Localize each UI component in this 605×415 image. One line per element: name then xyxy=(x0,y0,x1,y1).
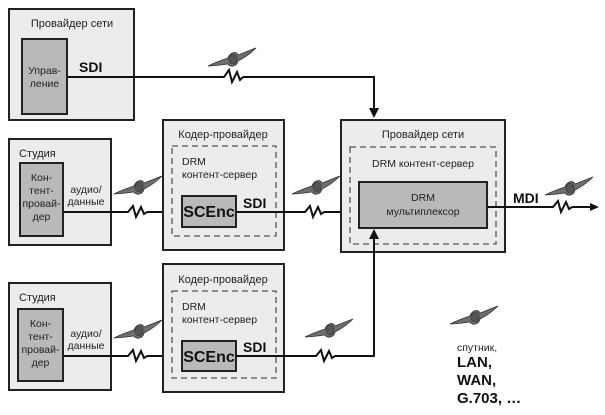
drm-content-server-1-label-2: контент-сервер xyxy=(182,169,257,181)
drm-multiplexer-block xyxy=(358,181,488,229)
sdi-label-1: SDI xyxy=(243,195,266,211)
drm-content-server-1-label-1: DRM xyxy=(182,156,206,168)
drm-content-server-2-label-1: DRM xyxy=(182,301,206,313)
arrow-down-icon xyxy=(369,108,379,118)
content-provider-1-label-2: тент- xyxy=(29,185,54,197)
network-provider-top-title: Провайдер сети xyxy=(31,18,113,30)
link-encoder-2-to-multiplexer xyxy=(236,229,379,364)
network-provider-main: Провайдер сети DRM контент-сервер DRM му… xyxy=(340,119,506,253)
studio-1: Студия Кон- тент- провай- дер аудио/ дан… xyxy=(8,138,112,246)
legend: спутник, LAN, WAN, G.703, … xyxy=(449,305,521,407)
content-provider-2 xyxy=(17,308,64,382)
drm-content-server-main-label: DRM контент-сервер xyxy=(372,158,474,170)
studio-2: Студия Кон- тент- провай- дер аудио/ дан… xyxy=(8,282,112,391)
scenc-1-label: SCEnc xyxy=(183,204,235,221)
satellite-icon xyxy=(291,175,341,195)
satellite-icon xyxy=(304,318,354,338)
satellite-icon xyxy=(207,47,257,67)
scenc-1-block xyxy=(181,195,237,228)
multiplexer-label-2: мультиплексор xyxy=(386,206,459,218)
content-provider-2-label-3: провай- xyxy=(21,344,60,356)
drm-content-server-2-label-2: контент-сервер xyxy=(182,314,257,326)
content-provider-1-label-4: дер xyxy=(33,211,51,223)
content-provider-2-label-4: дер xyxy=(32,357,50,369)
mdi-output-link: MDI xyxy=(487,176,599,215)
content-provider-2-label-1: Кон- xyxy=(30,318,52,330)
satellite-icon xyxy=(113,175,163,195)
arrow-up-icon xyxy=(369,229,379,239)
coder-provider-1: Кодер-провайдер DRM контент-сервер SCEnc… xyxy=(162,119,285,251)
satellite-icon xyxy=(544,176,594,196)
control-block-label-1: Управ- xyxy=(28,65,61,77)
legend-line-3: WAN, xyxy=(457,372,496,389)
control-block xyxy=(21,38,68,115)
network-provider-top: Провайдер сети Управ- ление SDI xyxy=(8,8,135,121)
legend-line-2: LAN, xyxy=(457,354,492,371)
drm-content-server-main xyxy=(349,146,497,245)
sdi-label-top: SDI xyxy=(79,59,102,75)
content-provider-2-label-2: тент- xyxy=(28,331,53,343)
audio-data-label-1b: данные xyxy=(68,196,105,208)
audio-data-label-2a: аудио/ xyxy=(70,328,101,340)
coder-provider-1-title: Кодер-провайдер xyxy=(178,129,267,141)
coder-provider-2: Кодер-провайдер DRM контент-сервер SCEnc… xyxy=(162,263,285,393)
network-provider-main-title: Провайдер сети xyxy=(382,129,464,141)
content-provider-1-label-1: Кон- xyxy=(31,172,53,184)
content-provider-1-label-3: провай- xyxy=(22,198,61,210)
audio-data-label-1a: аудио/ xyxy=(70,184,101,196)
coder-provider-2-title: Кодер-провайдер xyxy=(178,274,267,286)
link-control-to-multiplexer xyxy=(67,47,379,118)
drm-content-server-2 xyxy=(171,290,277,379)
scenc-2-label: SCEnc xyxy=(183,349,235,366)
studio-2-title: Студия xyxy=(19,292,56,304)
arrow-right-icon xyxy=(590,203,599,211)
mdi-label: MDI xyxy=(513,190,539,206)
satellite-icon xyxy=(449,305,499,325)
multiplexer-label-1: DRM xyxy=(411,192,435,204)
control-block-label-2: ление xyxy=(30,78,60,90)
audio-data-label-2b: данные xyxy=(68,340,105,352)
content-provider-1 xyxy=(19,162,64,237)
legend-line-4: G.703, … xyxy=(457,390,521,407)
legend-line-1: спутник, xyxy=(457,342,497,354)
coder-provider-1-box xyxy=(162,119,285,251)
satellite-icon xyxy=(113,319,163,339)
studio-1-title: Студия xyxy=(19,148,56,160)
drm-content-server-1 xyxy=(171,145,277,237)
sdi-label-2: SDI xyxy=(243,339,266,355)
